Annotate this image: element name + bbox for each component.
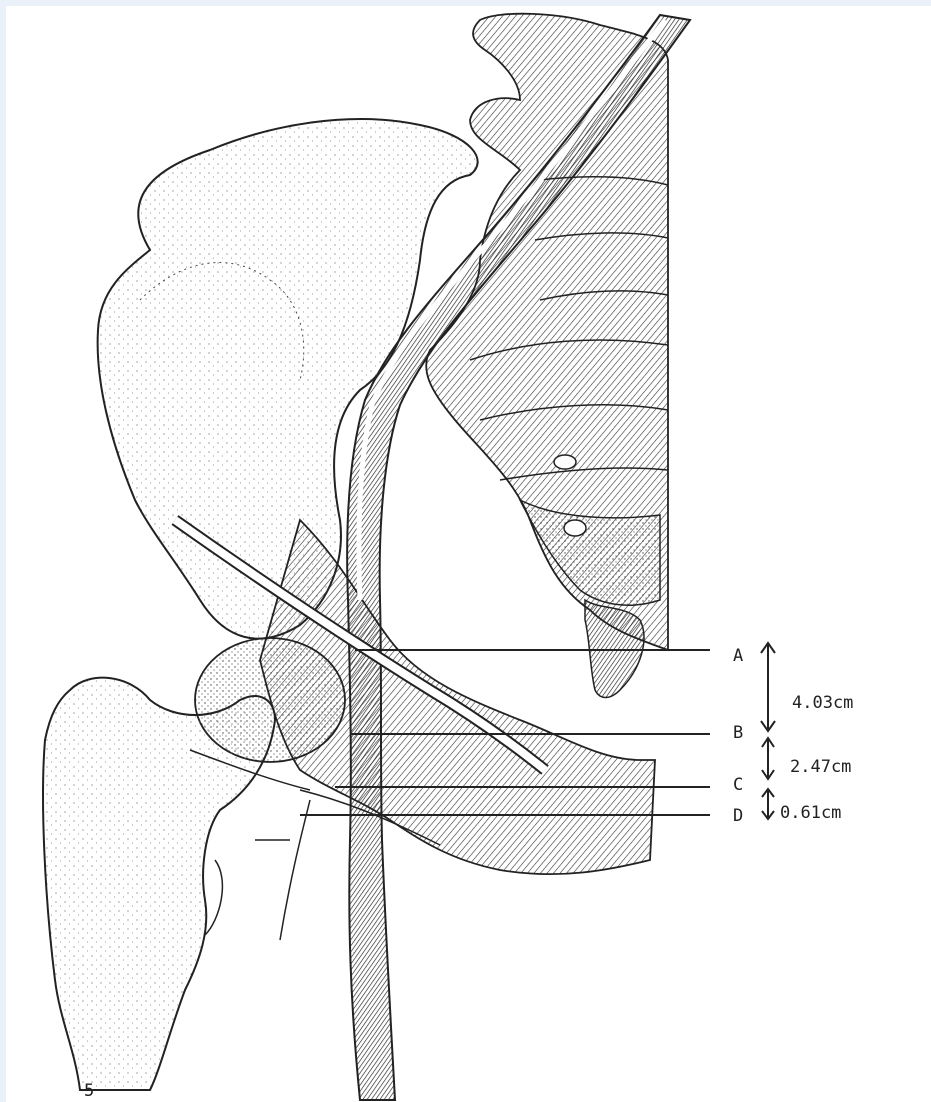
- measurement-c-d: 0.61cm: [780, 803, 841, 823]
- measurement-a-b: 4.03cm: [792, 693, 853, 713]
- sacral-foramen-2: [564, 520, 586, 536]
- sacral-foramen-1: [554, 455, 576, 469]
- dimension-arrows: [761, 643, 775, 819]
- level-label-a: A: [733, 646, 743, 666]
- measurement-b-c: 2.47cm: [790, 757, 851, 777]
- level-label-b: B: [733, 723, 743, 743]
- level-label-d: D: [733, 806, 743, 826]
- level-label-c: C: [733, 775, 743, 795]
- femur: [43, 678, 275, 1090]
- corner-mark: 5: [84, 1081, 94, 1101]
